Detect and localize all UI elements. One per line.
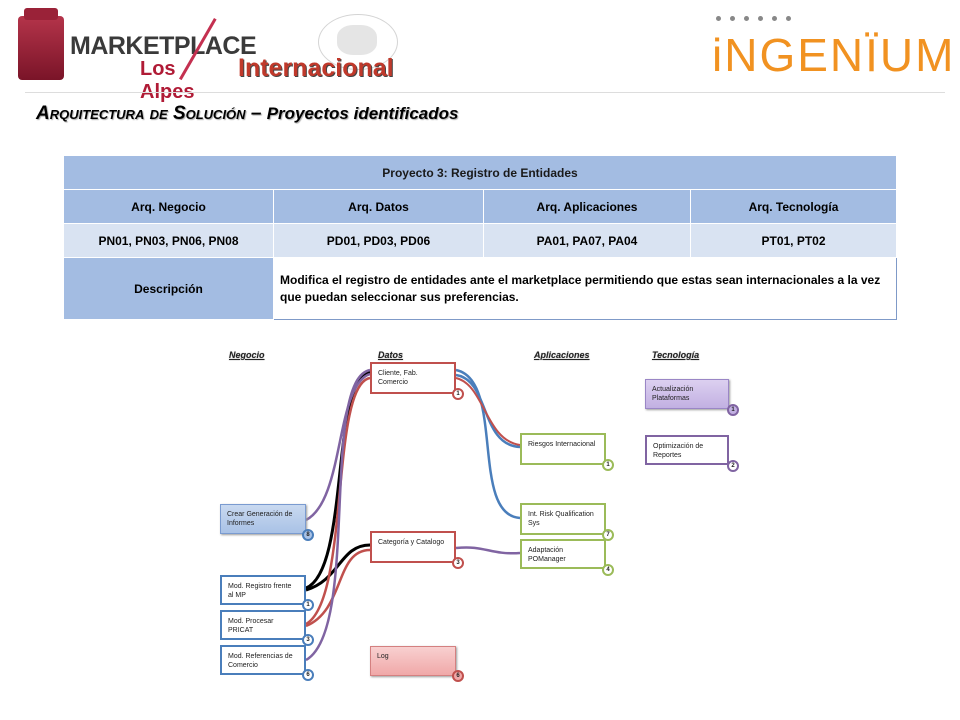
codes-datos: PD01, PD03, PD06 — [273, 223, 484, 258]
badge-riesgos: 1 — [602, 459, 614, 471]
node-procesar: Mod. Procesar PRICAT — [220, 610, 306, 640]
node-riesgos: Riesgos Internacional — [520, 433, 606, 465]
logo-tag: Internacional — [238, 54, 394, 82]
link-cliente-riesgos-red — [455, 377, 521, 446]
table-header: Proyecto 3: Registro de Entidades — [63, 155, 897, 190]
badge-log: 6 — [452, 670, 464, 682]
link-registro-categoria — [305, 543, 371, 592]
node-registro: Mod. Registro frente al MP — [220, 575, 306, 605]
col-header-aplicaciones: Arq. Aplicaciones — [483, 189, 691, 224]
desc-label: Descripción — [63, 257, 274, 320]
badge-actualizacion: 1 — [727, 404, 739, 416]
badge-categoria: 3 — [452, 557, 464, 569]
col-header-negocio: Arq. Negocio — [63, 189, 274, 224]
link-categoria-adaptacion — [455, 546, 521, 555]
col-negocio: Negocio — [229, 350, 265, 360]
link-cliente-riesgos — [455, 373, 521, 449]
marketplace-logo: MARKETPLACE Los Alpes — [18, 8, 257, 103]
project-table: Proyecto 3: Registro de Entidades Arq. N… — [63, 155, 897, 320]
link-procesar-categoria — [305, 548, 371, 628]
node-adaptacion: Adaptación POManager — [520, 539, 606, 569]
col-header-tecnologia: Arq. Tecnología — [690, 189, 897, 224]
badge-cliente: 1 — [452, 388, 464, 400]
node-intrisk: Int. Risk Qualification Sys — [520, 503, 606, 535]
title-main: Arquitectura de Solución – — [36, 103, 262, 124]
badge-crear: 8 — [302, 529, 314, 541]
badge-intrisk: 7 — [602, 529, 614, 541]
globe-icon — [318, 14, 398, 70]
col-datos: Datos — [378, 350, 404, 360]
badge-adaptacion: 4 — [602, 564, 614, 576]
link-cliente-intrisk — [455, 368, 521, 520]
link-crear-cliente — [305, 372, 371, 522]
col-tecnologia: Tecnología — [652, 350, 700, 360]
node-referencias: Mod. Referencias de Comercio — [220, 645, 306, 675]
slide-title: Arquitectura de Solución – Proyectos ide… — [36, 103, 458, 125]
badge-optimizacion: 2 — [727, 460, 739, 472]
badge-registro: 1 — [302, 599, 314, 611]
badge-procesar: 3 — [302, 634, 314, 646]
node-log: Log — [370, 646, 456, 676]
link-referencias-cliente — [305, 368, 371, 662]
node-categoria: Categoría y Catalogo — [370, 531, 456, 563]
partner-logo-dots — [716, 16, 791, 21]
node-cliente: Cliente, Fab. Comercio — [370, 362, 456, 394]
node-actualizacion: Actualización Plataformas — [645, 379, 729, 409]
title-sub: Proyectos identificados — [266, 104, 459, 123]
logo-main-text: MARKETPLACE — [70, 32, 257, 60]
codes-negocio: PN01, PN03, PN06, PN08 — [63, 223, 274, 258]
desc-value: Modifica el registro de entidades ante e… — [273, 257, 897, 320]
codes-aplicaciones: PA01, PA07, PA04 — [483, 223, 691, 258]
shopping-bag-icon — [18, 8, 64, 80]
col-header-datos: Arq. Datos — [273, 189, 484, 224]
node-optimizacion: Optimización de Reportes — [645, 435, 729, 465]
header-divider — [25, 92, 945, 93]
partner-logo: iNGENÏUM — [712, 29, 956, 81]
col-aplicaciones: Aplicaciones — [534, 350, 590, 360]
badge-referencias: 6 — [302, 669, 314, 681]
node-crear: Crear Generación de Informes — [220, 504, 306, 534]
